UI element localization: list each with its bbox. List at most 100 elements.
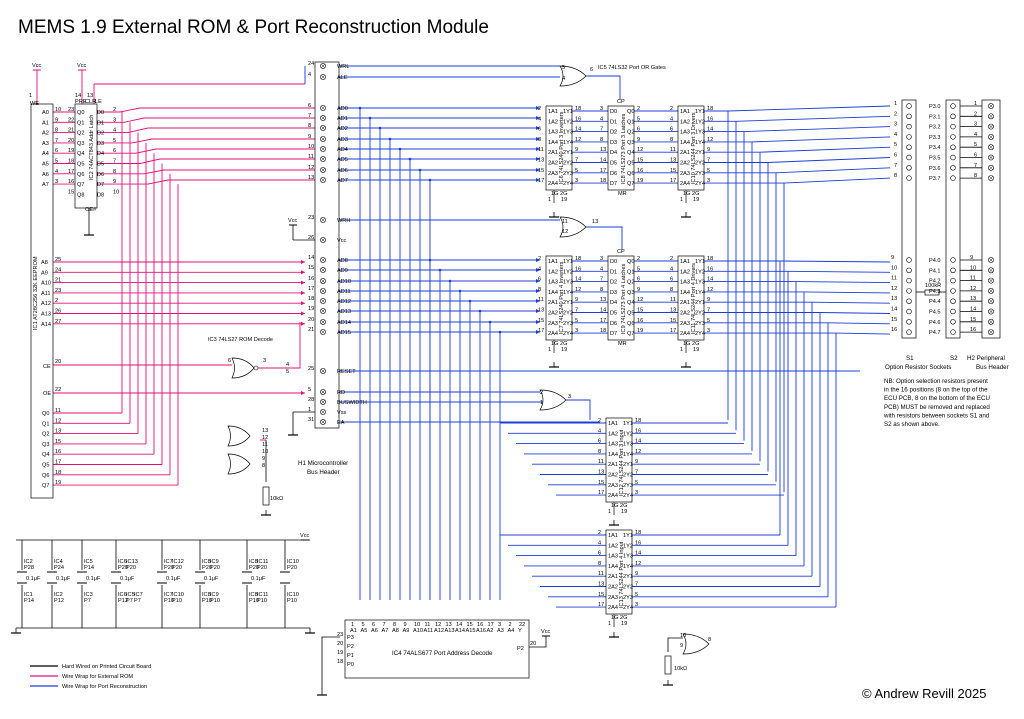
ic6-pin: 3 [575, 178, 578, 184]
ic3-spare-pin: 9 [262, 456, 265, 462]
ic7-a-label: 2A3 [548, 321, 558, 327]
ic12-g-pin: 1 [608, 509, 611, 515]
ic10-pin: 16 [707, 116, 713, 122]
h2-pin-number: 10 [970, 265, 976, 271]
ic5-or-gate-2 [559, 216, 587, 238]
h1-pin-number: 17 [308, 286, 314, 292]
ic6-pin: 17 [538, 178, 544, 184]
ic2-q-pin: 19 [68, 148, 74, 154]
ic11-g-pin: 19 [693, 347, 699, 353]
h2-pin-number: 6 [974, 153, 977, 159]
cap-ic-label: IC8 [202, 592, 211, 598]
ic1-addrhi-label: A10 [41, 281, 51, 287]
ic6-pin: 4 [538, 116, 541, 122]
ad-junction [398, 147, 402, 151]
ic2-d-label: D4 [97, 151, 104, 157]
ic13-pin: 6 [598, 551, 601, 557]
port4-socket-wire [787, 270, 891, 273]
ic1-ce-label: CE [43, 364, 51, 370]
ic13-a-label: 1A2 [608, 543, 618, 549]
ad-junction [378, 126, 382, 130]
cap-ic-label: IC7 [164, 559, 173, 565]
port4-label: P4.3 [929, 289, 941, 295]
ic7-y-label: 1Y2 [563, 269, 573, 275]
ic9-pin: 14 [600, 308, 606, 314]
ic8-pin: 8 [600, 137, 603, 143]
s1-pin-number: 14 [891, 307, 897, 313]
s1-pin-number: 8 [894, 173, 897, 179]
cap-ic-label: IC11 [257, 592, 268, 598]
ic6-pin: 6 [538, 127, 541, 133]
h2-pin-number: 9 [970, 255, 973, 261]
h1-signal-label: AD0 [337, 106, 348, 112]
wire-arrow [301, 260, 305, 264]
cap-value: 0.1μF [120, 576, 135, 582]
ic1-addrhi-label: A11 [41, 291, 51, 297]
ic9-pin: 12 [637, 297, 643, 303]
ic12-y-label: 1Y3 [623, 442, 633, 448]
ic1-oe-pin: 22 [55, 387, 61, 393]
ic12-y-label: 2Y3 [623, 483, 633, 489]
ic5-spare-gate [682, 633, 710, 655]
ic11-y-label: 1Y4 [695, 290, 705, 296]
ic9-mr: MR [618, 341, 627, 347]
ic12-pin: 14 [635, 439, 641, 445]
ic7-a-label: 2A2 [548, 311, 558, 317]
cap-value: 0.1μF [204, 576, 219, 582]
ic10-y-label: 2Y1 [695, 150, 705, 156]
ic3-spare-pin: 10 [262, 449, 268, 455]
cap-pin-label: P10 [287, 598, 297, 604]
port4-label: P4.2 [929, 279, 941, 285]
ic8-pin: 3 [600, 106, 603, 112]
s1-pin-number: 3 [894, 122, 897, 128]
ic13-pin: 2 [598, 530, 601, 536]
ic8-q-label: Q0 [627, 109, 634, 115]
ic10-label: IC10 74LS244 Port 3 Drivers [691, 112, 697, 184]
ic8-pin: 4 [600, 116, 603, 122]
ic10-a-label: 2A3 [680, 171, 690, 177]
ic10-pin: 2 [670, 106, 673, 112]
header-pin-cross [321, 400, 325, 404]
header-pin-cross [989, 155, 993, 160]
ic13-y-label: 2Y3 [623, 595, 633, 601]
ic10-pin: 8 [670, 137, 673, 143]
cap-pin-label: P20 [118, 565, 128, 571]
ic10-g-pin: 19 [693, 197, 699, 203]
ic7-pin: 3 [575, 328, 578, 334]
adhi-junction [458, 289, 462, 293]
socket-s2 [945, 99, 961, 339]
cap-value: 0.1μF [166, 576, 181, 582]
ic7-pin: 18 [575, 256, 581, 262]
ic2-d-pin: 9 [113, 179, 116, 185]
ic13-pin: 17 [598, 602, 604, 608]
h1-pin-number: 15 [308, 265, 314, 271]
s2-socket [950, 123, 956, 130]
cap-ic-label: IC6 [118, 559, 127, 565]
ic10-pin: 15 [670, 168, 676, 174]
ic8 [607, 105, 635, 191]
ic9-q-label: Q6 [627, 321, 634, 327]
ic7-a-label: 1A4 [548, 290, 558, 296]
ad-bus-wire [127, 127, 315, 134]
s1-socket [906, 308, 912, 315]
ic11-a-label: 2A2 [680, 311, 690, 317]
ic2-top-label: CLR [85, 99, 96, 105]
ic7-y-label: 1Y3 [563, 280, 573, 286]
ic13-pin: 18 [635, 530, 641, 536]
ic6-g-pin: 19 [561, 197, 567, 203]
decoupling-vcc-label: Vcc [300, 533, 310, 539]
parts-layer [11, 61, 1001, 696]
s2-socket [950, 319, 956, 325]
header-pin-cross [989, 319, 993, 324]
h1-header [314, 61, 340, 429]
ic9-pin: 8 [600, 287, 603, 293]
ic4-left-pin: 19 [337, 650, 343, 656]
ic4-left-label: P3 [347, 635, 354, 641]
ic11-pin: 4 [670, 266, 673, 272]
cap-pin-label: P14 [84, 565, 94, 571]
ic10-pin: 9 [707, 147, 710, 153]
s1-socket [906, 113, 912, 120]
s1-socket [906, 257, 912, 263]
ic3-gate-c [227, 453, 251, 475]
h2-pin-number: 16 [970, 327, 976, 333]
